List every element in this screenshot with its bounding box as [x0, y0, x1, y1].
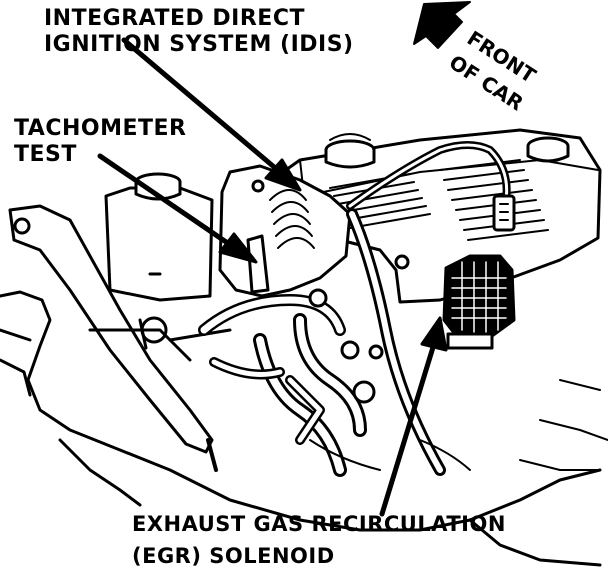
front-arrow-icon [413, 1, 471, 49]
engine-block [0, 290, 608, 567]
egr-label: EXHAUST GAS RECIRCULATION(EGR) SOLENOID [132, 512, 506, 568]
idis-pointer-arrow [121, 37, 283, 175]
idis-arrowhead [264, 158, 302, 192]
idis-module [218, 164, 352, 298]
pointer-arrows [97, 37, 448, 517]
egr-pointer-arrow [379, 341, 437, 517]
front-of-car-label: FRONT OF CAR [444, 26, 541, 116]
tachometer-arrowhead [218, 232, 258, 264]
hoses-and-wiring [198, 141, 511, 477]
egr-arrowhead [420, 316, 448, 352]
tachometer-pointer-arrow [97, 153, 235, 249]
reservoir-tank [104, 172, 214, 302]
engine-bracket [8, 204, 232, 472]
egr-solenoid [442, 254, 516, 350]
connector-plug [492, 194, 516, 232]
